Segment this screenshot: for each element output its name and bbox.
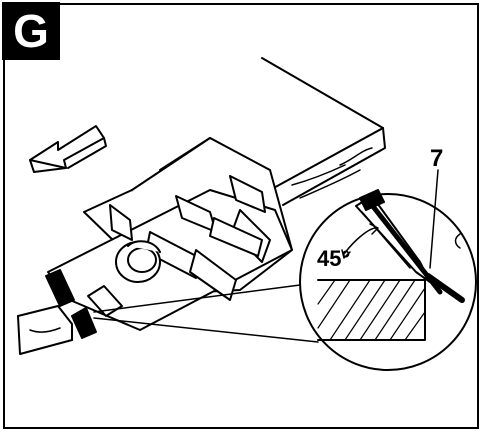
callout-number: 7 — [430, 145, 443, 172]
front-shoe — [45, 269, 75, 307]
workpiece-board-front — [17, 305, 73, 355]
feed-direction-arrow — [29, 125, 105, 169]
angle-label: 45° — [317, 246, 350, 271]
figure-frame — [3, 3, 479, 429]
workpiece-board — [261, 57, 386, 206]
depth-adjust-knob — [115, 240, 161, 283]
planer-body — [47, 137, 293, 331]
figure-letter-badge: G — [2, 2, 60, 60]
detail-magnifier — [299, 169, 477, 371]
